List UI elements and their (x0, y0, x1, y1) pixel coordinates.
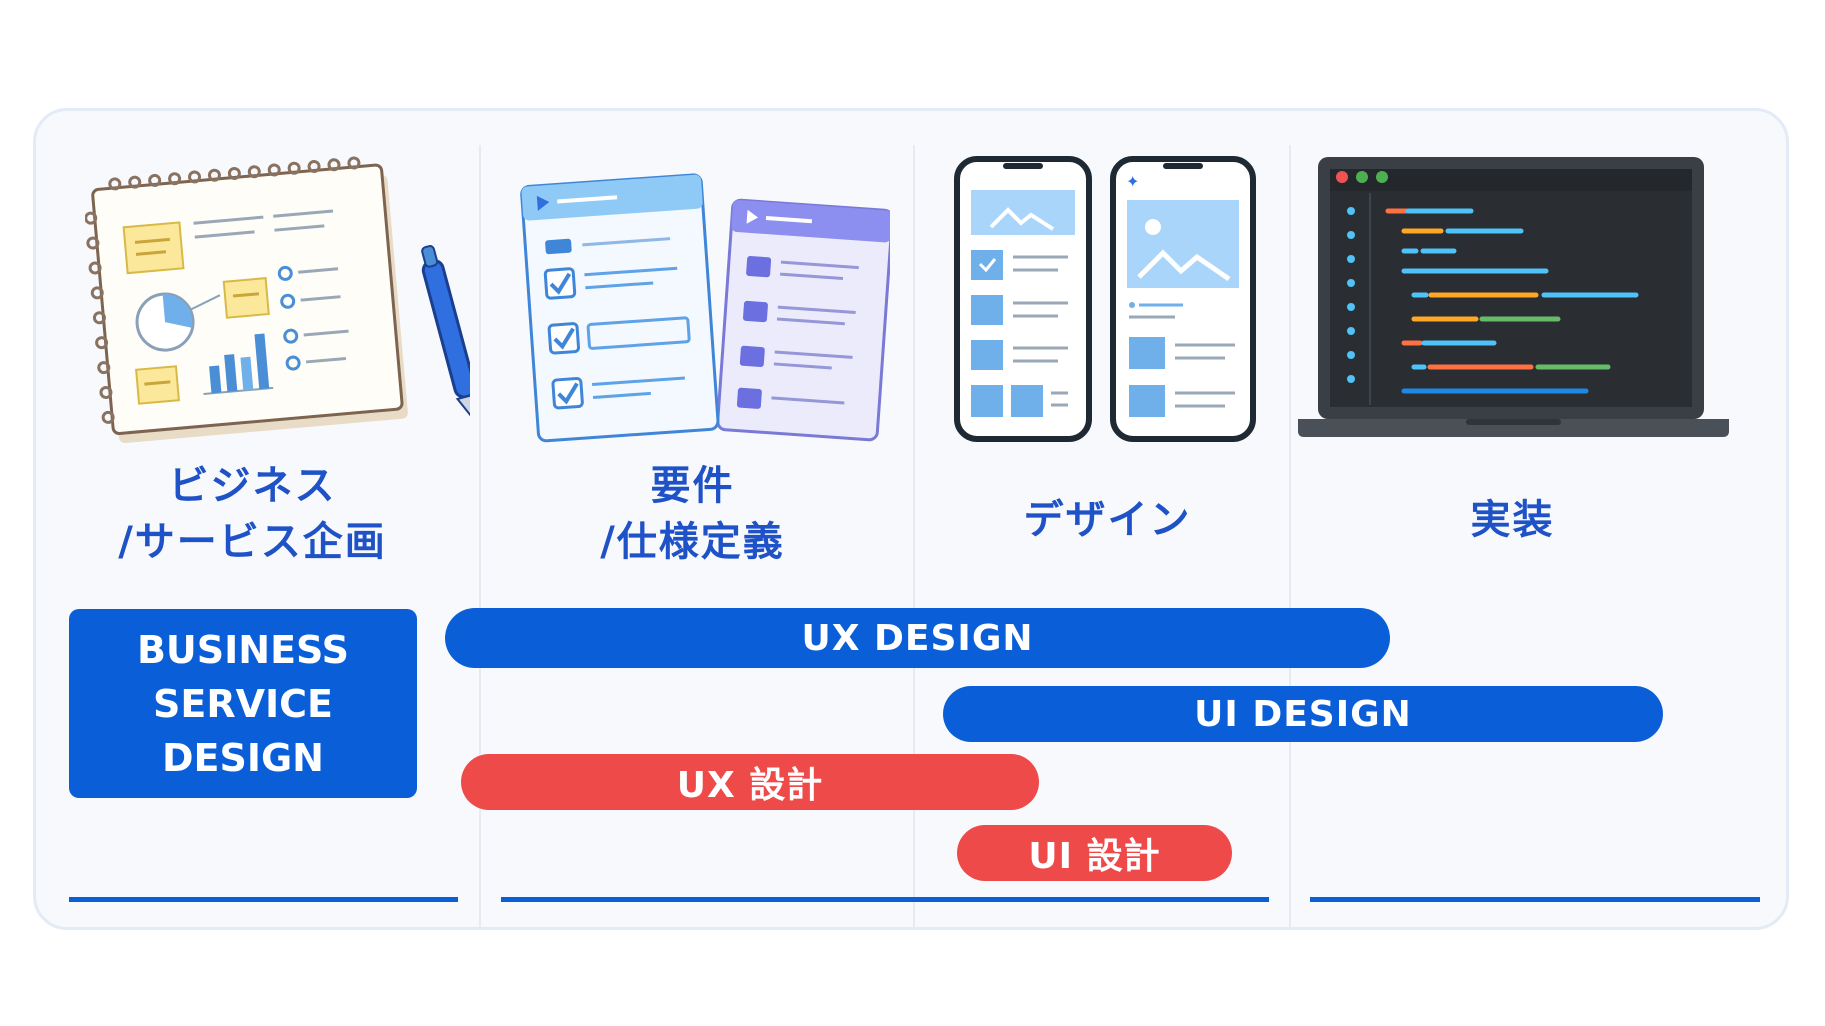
stage-title-design: デザイン (1023, 497, 1192, 543)
smartphone-wireframes-icon: ✦ (954, 156, 1256, 442)
column-underline (69, 897, 458, 902)
ui-sekkei-bar: UI 設計 (957, 825, 1232, 881)
column-underline (1310, 897, 1760, 902)
svg-text:✦: ✦ (1126, 172, 1139, 191)
ux-design-bar: UX DESIGN (445, 608, 1390, 668)
column-divider (479, 145, 481, 927)
stage-title-business: ビジネス /サービス企画 (118, 463, 387, 565)
laptop-code-icon (1298, 157, 1729, 437)
column-divider (913, 145, 915, 927)
ux-sekkei-bar: UX 設計 (461, 754, 1039, 810)
column-divider (1289, 145, 1291, 927)
stage-title-requirements: 要件 /仕様定義 (600, 463, 785, 565)
checklist-documents-icon (520, 173, 890, 443)
pen-icon (421, 245, 470, 422)
stage-title-implementation: 実装 (1470, 497, 1555, 543)
business-service-design-box: BUSINESS SERVICE DESIGN (69, 609, 417, 798)
ui-design-bar: UI DESIGN (943, 686, 1663, 742)
notebook-icon (85, 156, 470, 444)
column-underline (501, 897, 1269, 902)
